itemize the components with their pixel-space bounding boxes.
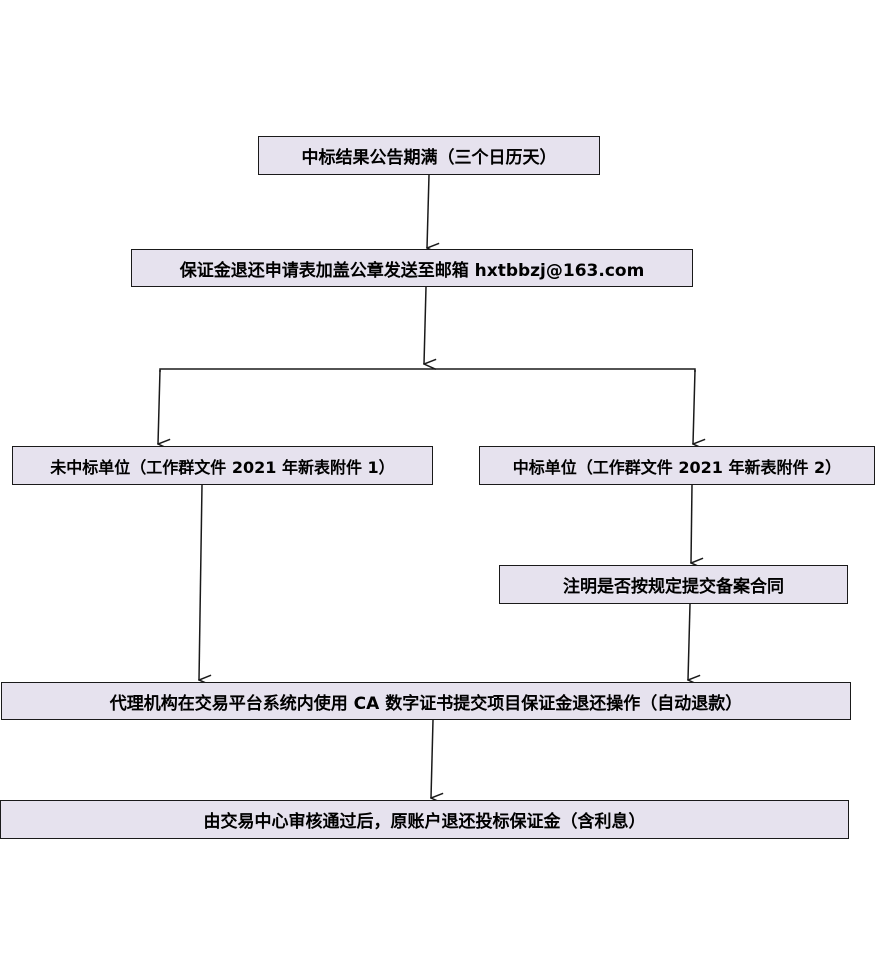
- arrow-note-to-step4: [688, 603, 690, 680]
- flow-step-contract-note: 注明是否按规定提交备案合同: [499, 565, 848, 604]
- arrow-right-to-note: [691, 484, 692, 563]
- arrow-split-to-right: [693, 369, 695, 444]
- flow-step-announcement-expiry: 中标结果公告期满（三个日历天）: [258, 136, 600, 175]
- flow-step-label: 中标结果公告期满（三个日历天）: [301, 148, 557, 168]
- arrow-step2-to-split: [424, 286, 426, 364]
- arrow-split-to-left: [158, 369, 160, 444]
- flow-step-deposit-returned: 由交易中心审核通过后，原账户退还投标保证金（含利息）: [0, 800, 849, 839]
- flow-step-label: 未中标单位（工作群文件 2021 年新表附件 1）: [50, 457, 395, 477]
- arrow-step1-to-step2: [427, 174, 429, 248]
- arrow-step4-to-step5: [431, 719, 433, 798]
- flow-step-label: 注明是否按规定提交备案合同: [563, 577, 784, 597]
- flow-step-send-application: 保证金退还申请表加盖公章发送至邮箱 hxtbbzj@163.com: [131, 249, 693, 287]
- flow-step-label: 保证金退还申请表加盖公章发送至邮箱 hxtbbzj@163.com: [179, 260, 645, 281]
- flow-step-agency-refund-operation: 代理机构在交易平台系统内使用 CA 数字证书提交项目保证金退还操作（自动退款）: [1, 682, 851, 720]
- arrow-left-to-step4: [199, 484, 202, 680]
- flow-branch-non-winning-bidder: 未中标单位（工作群文件 2021 年新表附件 1）: [12, 446, 433, 485]
- flow-branch-winning-bidder: 中标单位（工作群文件 2021 年新表附件 2）: [479, 446, 875, 485]
- flow-step-label: 中标单位（工作群文件 2021 年新表附件 2）: [512, 457, 842, 477]
- split-line: [159, 368, 696, 372]
- flow-step-label: 代理机构在交易平台系统内使用 CA 数字证书提交项目保证金退还操作（自动退款）: [109, 693, 743, 714]
- flow-step-label: 由交易中心审核通过后，原账户退还投标保证金（含利息）: [203, 812, 646, 832]
